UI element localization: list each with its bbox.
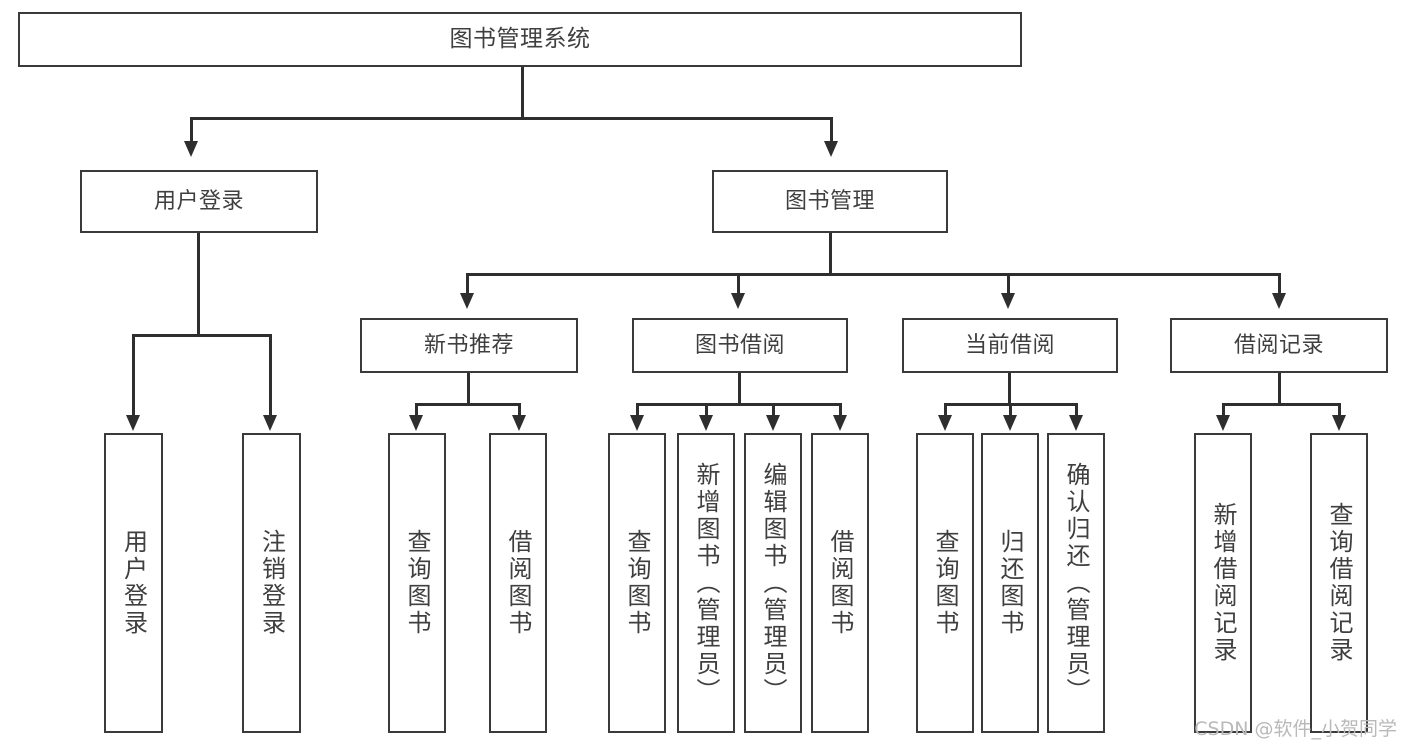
node-label: 查询图书 <box>931 529 959 637</box>
leaf-borrow-record-1[interactable]: 查询借阅记录 <box>1310 433 1368 733</box>
node-new-book-recommend[interactable]: 新书推荐 <box>360 318 578 373</box>
node-root-system[interactable]: 图书管理系统 <box>18 12 1022 67</box>
arrow-current-borrow-leaf-0 <box>938 415 952 431</box>
node-label: 新增借阅记录 <box>1209 502 1237 664</box>
edge-current-borrow-to-leaf-0 <box>944 403 947 417</box>
node-label: 注销登录 <box>257 529 286 637</box>
edge-bus-to-borrow-record <box>1278 273 1281 295</box>
arrow-book-borrow-leaf-2 <box>766 415 780 431</box>
edge-bus-to-current-borrow <box>1007 273 1010 295</box>
arrow-book-borrow-leaf-3 <box>833 415 847 431</box>
edge-root-stem <box>521 67 524 119</box>
edge-book-borrow-to-leaf-0 <box>636 403 639 417</box>
node-label: 编辑图书（管理员） <box>759 461 787 705</box>
edge-user-login-stem <box>197 233 200 336</box>
leaf-book-borrow-0[interactable]: 查询图书 <box>608 433 666 733</box>
node-label: 查询图书 <box>623 529 651 637</box>
arrow-to-current-borrow <box>1001 293 1015 309</box>
edge-borrow-record-to-leaf-1 <box>1338 403 1341 417</box>
edge-root-to-book-mgmt <box>830 117 833 143</box>
node-label: 新增图书（管理员） <box>692 461 720 705</box>
leaf-book-borrow-1[interactable]: 新增图书（管理员） <box>677 433 735 733</box>
edge-new-book-to-leaf-0 <box>415 403 418 417</box>
node-label: 新书推荐 <box>423 332 514 358</box>
leaf-current-borrow-1[interactable]: 归还图书 <box>981 433 1039 733</box>
node-label: 图书管理系统 <box>449 25 591 52</box>
leaf-user-login-1[interactable]: 注销登录 <box>242 433 301 733</box>
edge-root-bus <box>190 117 833 120</box>
node-label: 图书管理 <box>784 188 875 214</box>
node-label: 借阅图书 <box>504 529 532 637</box>
node-label: 借阅记录 <box>1233 332 1324 358</box>
edge-borrow-record-stem <box>1278 373 1281 405</box>
leaf-book-borrow-3[interactable]: 借阅图书 <box>811 433 869 733</box>
arrow-borrow-record-leaf-1 <box>1332 415 1346 431</box>
node-label: 当前借阅 <box>964 332 1055 358</box>
node-book-borrow[interactable]: 图书借阅 <box>632 318 848 373</box>
arrow-to-book-mgmt <box>824 141 838 157</box>
edge-book-mgmt-bus <box>466 273 1281 276</box>
leaf-borrow-record-0[interactable]: 新增借阅记录 <box>1194 433 1252 733</box>
arrow-book-borrow-leaf-0 <box>630 415 644 431</box>
edge-new-book-to-leaf-1 <box>518 403 521 417</box>
arrow-book-borrow-leaf-1 <box>699 415 713 431</box>
edge-borrow-record-to-leaf-0 <box>1222 403 1225 417</box>
leaf-user-login-0[interactable]: 用户登录 <box>104 433 163 733</box>
edge-borrow-record-bus <box>1222 403 1341 406</box>
node-label: 归还图书 <box>996 529 1024 637</box>
arrow-user-login-leaf-1 <box>263 415 277 431</box>
arrow-to-user-login <box>184 141 198 157</box>
leaf-new-book-0[interactable]: 查询图书 <box>388 433 446 733</box>
node-label: 查询借阅记录 <box>1325 502 1353 664</box>
node-label: 确认归还（管理员） <box>1062 461 1090 705</box>
edge-current-borrow-to-leaf-2 <box>1075 403 1078 417</box>
edge-root-to-user-login <box>190 117 193 143</box>
arrow-new-book-leaf-1 <box>512 415 526 431</box>
edge-book-borrow-bus <box>636 403 841 406</box>
node-current-borrow[interactable]: 当前借阅 <box>902 318 1118 373</box>
edge-new-book-bus <box>415 403 521 406</box>
edge-current-borrow-to-leaf-1 <box>1009 403 1012 417</box>
arrow-to-book-borrow <box>731 293 745 309</box>
node-label: 用户登录 <box>153 188 244 214</box>
node-book-management[interactable]: 图书管理 <box>712 170 948 233</box>
edge-current-borrow-stem <box>1008 373 1011 405</box>
node-label: 借阅图书 <box>826 529 854 637</box>
arrow-current-borrow-leaf-2 <box>1069 415 1083 431</box>
arrow-borrow-record-leaf-0 <box>1216 415 1230 431</box>
edge-book-borrow-to-leaf-1 <box>705 403 708 417</box>
edge-user-login-to-leaf-1 <box>269 334 272 417</box>
arrow-current-borrow-leaf-1 <box>1003 415 1017 431</box>
leaf-book-borrow-2[interactable]: 编辑图书（管理员） <box>744 433 802 733</box>
edge-user-login-bus <box>132 334 271 337</box>
edge-user-login-to-leaf-0 <box>132 334 135 417</box>
node-borrow-record[interactable]: 借阅记录 <box>1170 318 1388 373</box>
leaf-current-borrow-0[interactable]: 查询图书 <box>916 433 974 733</box>
node-user-login[interactable]: 用户登录 <box>80 170 318 233</box>
edge-book-borrow-to-leaf-2 <box>772 403 775 417</box>
edge-bus-to-book-borrow <box>737 273 740 295</box>
arrow-user-login-leaf-0 <box>126 415 140 431</box>
arrow-to-new-book <box>460 293 474 309</box>
node-label: 用户登录 <box>119 529 148 637</box>
edge-book-borrow-to-leaf-3 <box>839 403 842 417</box>
leaf-current-borrow-2[interactable]: 确认归还（管理员） <box>1047 433 1105 733</box>
edge-bus-to-new-book <box>466 273 469 295</box>
arrow-to-borrow-record <box>1272 293 1286 309</box>
arrow-new-book-leaf-0 <box>409 415 423 431</box>
edge-new-book-stem <box>467 373 470 405</box>
edge-book-mgmt-stem <box>829 233 832 275</box>
node-label: 图书借阅 <box>694 332 785 358</box>
edge-book-borrow-stem <box>738 373 741 405</box>
leaf-new-book-1[interactable]: 借阅图书 <box>489 433 547 733</box>
node-label: 查询图书 <box>403 529 431 637</box>
